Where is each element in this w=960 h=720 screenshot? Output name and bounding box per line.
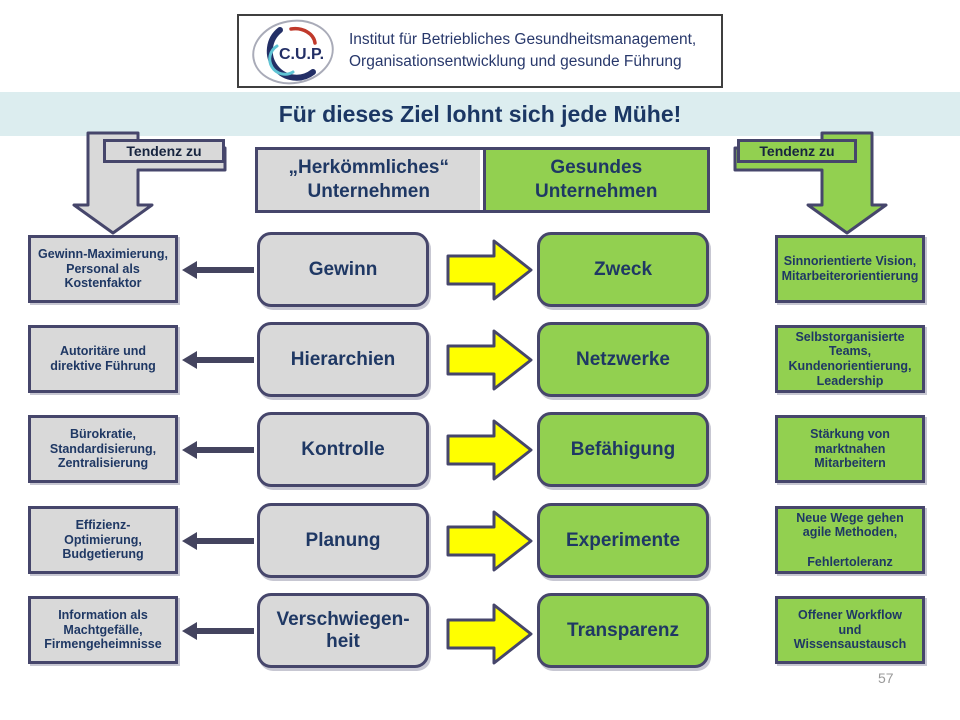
logo: C.U.P. Institut für Betriebliches Gesund… — [237, 14, 723, 88]
traditional-concept-box: Kontrolle — [257, 412, 429, 487]
healthy-concept-box: Netzwerke — [537, 322, 709, 397]
left-connector-arrow — [182, 351, 254, 369]
traditional-concept-box: Gewinn — [257, 232, 429, 307]
traditional-detail-box: Bürokratie, Standardisierung, Zentralisi… — [28, 415, 178, 483]
left-connector-arrow — [182, 622, 254, 640]
healthy-detail-box: Neue Wege gehen agile Methoden, Fehlerto… — [775, 506, 925, 574]
healthy-detail-box: Selbstorganisierte Teams, Kundenorientie… — [775, 325, 925, 393]
logo-text-line-1: Institut für Betriebliches Gesundheitsma… — [349, 31, 697, 49]
logo-text: Institut für Betriebliches Gesundheitsma… — [349, 29, 696, 72]
left-connector-arrow — [182, 261, 254, 279]
healthy-concept-box: Zweck — [537, 232, 709, 307]
title-band: Für dieses Ziel lohnt sich jede Mühe! — [0, 92, 960, 136]
left-connector-arrow — [182, 532, 254, 550]
traditional-concept-box: Planung — [257, 503, 429, 578]
traditional-detail-box: Autoritäre und direktive Führung — [28, 325, 178, 393]
healthy-detail-box: Stärkung von marktnahen Mitarbeitern — [775, 415, 925, 483]
header-healthy: Gesundes Unternehmen — [482, 150, 707, 210]
page-title: Für dieses Ziel lohnt sich jede Mühe! — [278, 101, 682, 127]
yellow-right-arrow — [446, 419, 533, 481]
left-connector-arrow — [182, 441, 254, 459]
yellow-right-arrow — [446, 239, 533, 301]
healthy-concept-box: Transparenz — [537, 593, 709, 668]
yellow-right-arrow — [446, 510, 533, 572]
cup-logo-icon: C.U.P. — [252, 19, 334, 85]
tendenz-left-label: Tendenz zu — [103, 139, 225, 163]
page-number: 57 — [878, 670, 894, 686]
traditional-detail-box: Effizienz- Optimierung, Budgetierung — [28, 506, 178, 574]
healthy-detail-box: Sinnorientierte Vision, Mitarbeiterorien… — [775, 235, 925, 303]
tendenz-right-label: Tendenz zu — [737, 139, 857, 163]
yellow-right-arrow — [446, 329, 533, 391]
traditional-detail-box: Gewinn-Maximierung, Personal als Kostenf… — [28, 235, 178, 303]
traditional-concept-box: Verschwiegen- heit — [257, 593, 429, 668]
logo-text-line-2: Organisationsentwicklung und gesunde Füh… — [349, 53, 682, 70]
header-traditional: „Herkömmliches“ Unternehmen — [258, 150, 483, 210]
traditional-concept-box: Hierarchien — [257, 322, 429, 397]
logo-acronym: C.U.P. — [279, 46, 324, 63]
healthy-concept-box: Befähigung — [537, 412, 709, 487]
yellow-right-arrow — [446, 603, 533, 665]
traditional-detail-box: Information als Machtgefälle, Firmengehe… — [28, 596, 178, 664]
healthy-concept-box: Experimente — [537, 503, 709, 578]
column-headers: „Herkömmliches“ Unternehmen Gesundes Unt… — [255, 147, 710, 213]
healthy-detail-box: Offener Workflow und Wissensaustausch — [775, 596, 925, 664]
